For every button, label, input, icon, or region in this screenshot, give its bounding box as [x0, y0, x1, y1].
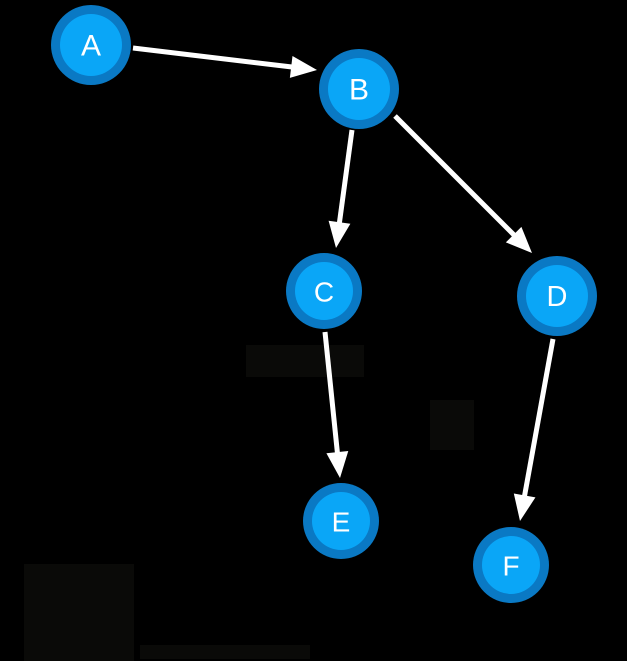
graph-node-d[interactable]: D [517, 256, 597, 336]
edge-arrowhead [513, 493, 536, 521]
edge-arrowhead [328, 220, 351, 248]
node-core [295, 262, 353, 320]
edge-shaft [322, 331, 341, 457]
graph-edge [132, 45, 317, 78]
node-core [328, 58, 390, 120]
edge-shaft [132, 45, 296, 70]
graph-node-e[interactable]: E [303, 483, 379, 559]
node-core [312, 492, 370, 550]
graph-edge [328, 129, 355, 248]
node-layer: A B C D E F [51, 5, 597, 603]
edge-shaft [336, 129, 355, 227]
graph-node-f[interactable]: F [473, 527, 549, 603]
graph-node-a[interactable]: A [51, 5, 131, 85]
edge-layer [132, 45, 556, 521]
graph-edge [322, 331, 349, 478]
edge-arrowhead [326, 451, 349, 478]
graph-edge [513, 338, 556, 521]
node-core [526, 265, 588, 327]
graph-node-b[interactable]: B [319, 49, 399, 129]
node-core [482, 536, 540, 594]
edge-shaft [393, 114, 519, 240]
graph-edge [393, 114, 532, 253]
edge-arrowhead [505, 226, 532, 253]
node-core [60, 14, 122, 76]
graph-node-c[interactable]: C [286, 253, 362, 329]
edge-shaft [521, 338, 556, 500]
edge-arrowhead [289, 55, 317, 78]
